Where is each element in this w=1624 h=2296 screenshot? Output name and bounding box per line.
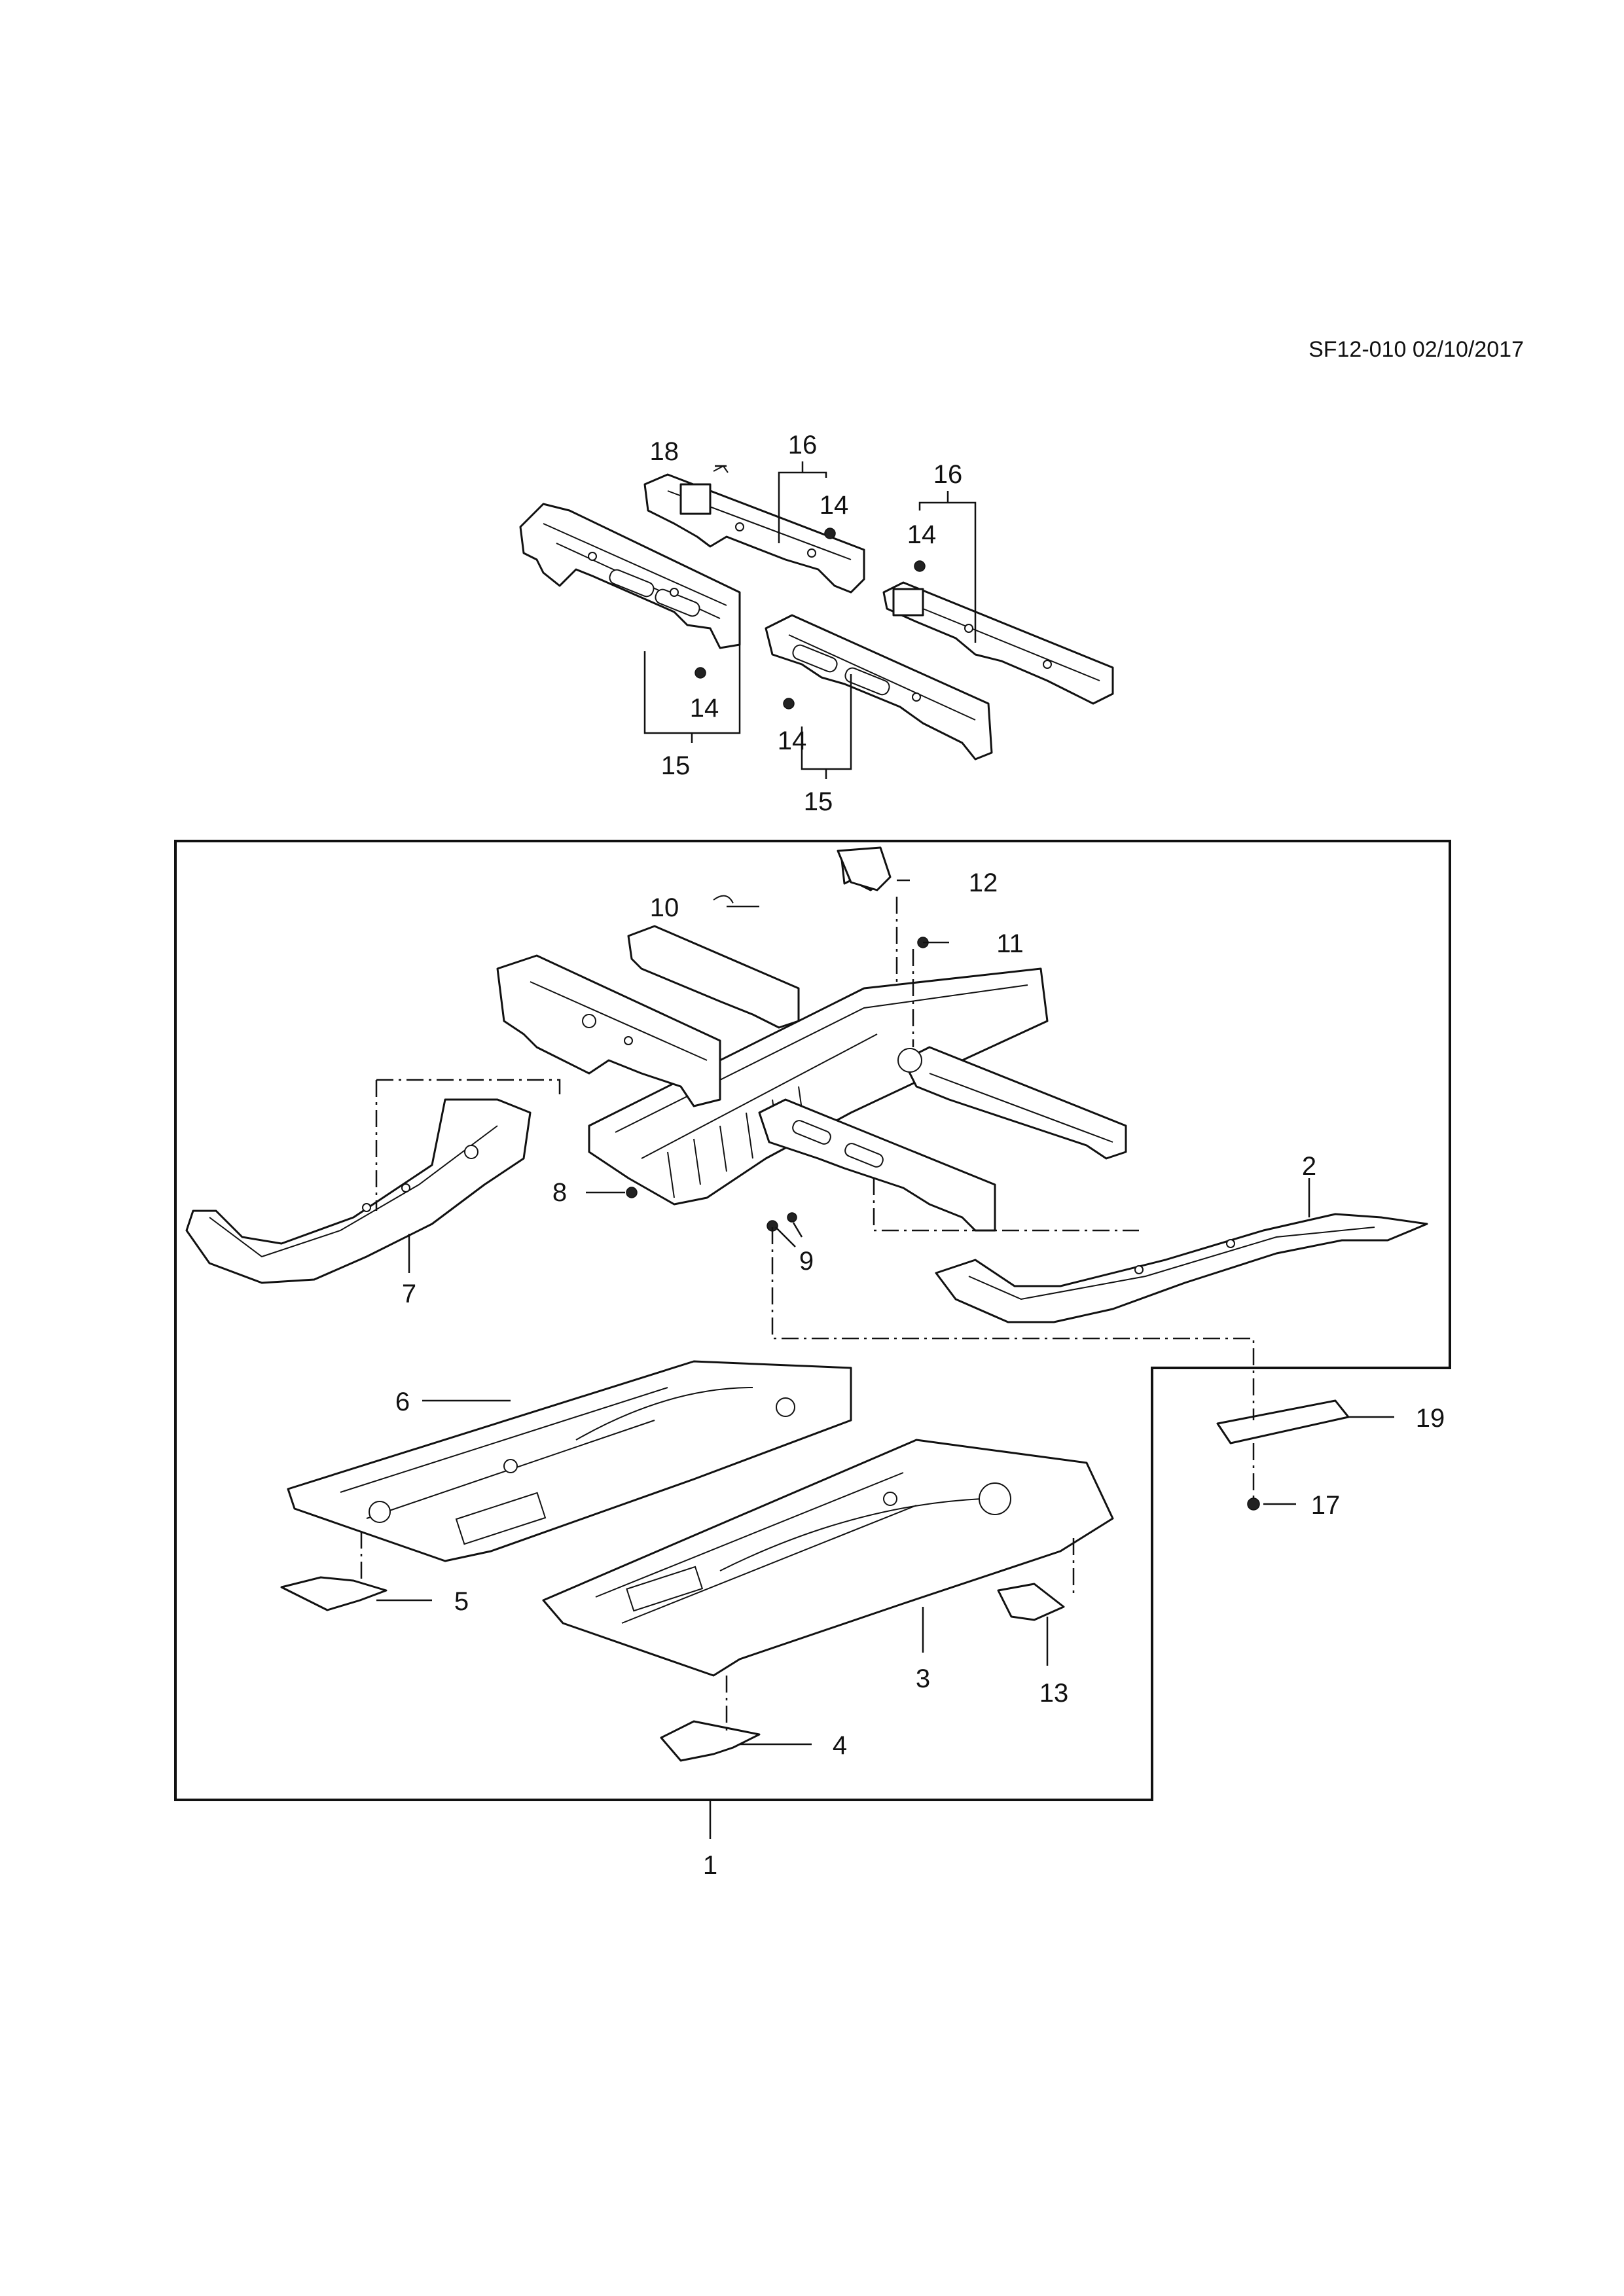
crossmember-rear-right-16 (643, 473, 865, 594)
nut-icon (914, 560, 926, 572)
callout-7: 7 (402, 1280, 416, 1308)
floor-rail-right-2 (935, 1213, 1428, 1323)
plate-19 (1216, 1399, 1350, 1444)
callout-16: 16 (788, 431, 818, 459)
callout-15: 15 (661, 751, 691, 780)
clip-icon (713, 465, 729, 473)
callout-14: 14 (690, 694, 719, 723)
drawing-code: SF12-010 02/10/2017 (1308, 337, 1524, 362)
bracket-5 (280, 1576, 388, 1611)
callout-9: 9 (799, 1247, 814, 1276)
callout-8: 8 (552, 1178, 567, 1207)
nut-icon (824, 528, 836, 539)
callout-15: 15 (804, 787, 833, 816)
callout-18: 18 (650, 437, 679, 466)
callout-14: 14 (778, 726, 807, 755)
nut-icon (787, 1212, 797, 1223)
callout-19: 19 (1416, 1404, 1445, 1433)
callout-16: 16 (933, 460, 963, 489)
bracket-4 (660, 1720, 761, 1762)
clip-icon (713, 895, 734, 904)
callout-14: 14 (820, 491, 849, 520)
callout-11: 11 (996, 929, 1024, 958)
callout-12: 12 (969, 869, 998, 897)
crossmember-front-left-15 (765, 614, 993, 761)
callout-6: 6 (395, 1388, 410, 1416)
floor-center-tunnel-assembly (496, 850, 1127, 1232)
callout-17: 17 (1311, 1491, 1341, 1520)
callout-4: 4 (833, 1731, 847, 1760)
callout-3: 3 (916, 1664, 930, 1693)
nut-icon (695, 667, 706, 679)
bolt-icon (1247, 1498, 1260, 1511)
crossmember-front-right-16 (882, 581, 1114, 705)
nut-icon (626, 1187, 638, 1198)
callout-5: 5 (454, 1587, 469, 1616)
floor-panel-left-6 (287, 1360, 852, 1562)
bracket-12 (837, 846, 892, 891)
callout-1: 1 (703, 1851, 717, 1880)
crossmember-rear-left-15 (519, 503, 741, 649)
assembly-frame (174, 840, 1451, 1801)
callout-13: 13 (1039, 1679, 1069, 1708)
floor-rail-left-7 (185, 1098, 532, 1284)
floor-panel-right-3 (542, 1439, 1114, 1677)
callout-2: 2 (1302, 1152, 1316, 1181)
callout-14: 14 (907, 520, 937, 549)
nut-icon (783, 698, 795, 709)
callout-10: 10 (650, 893, 679, 922)
bracket-13 (997, 1583, 1065, 1621)
